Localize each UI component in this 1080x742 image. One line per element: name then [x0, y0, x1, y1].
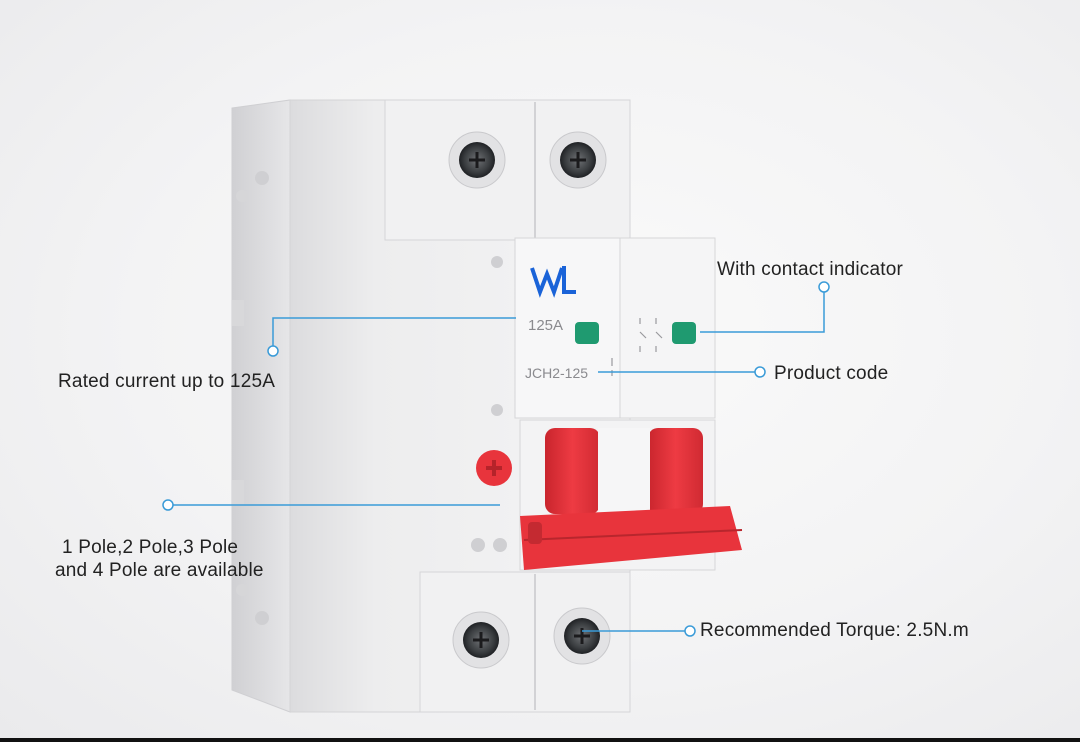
callout-product-code: Product code — [774, 363, 889, 384]
callout-dot-icon — [754, 366, 766, 378]
callout-dot-icon — [818, 281, 830, 293]
bottom-border — [0, 738, 1080, 742]
callout-dot-icon — [267, 345, 279, 357]
callout-dot-icon — [162, 499, 174, 511]
callout-contact-indicator: With contact indicator — [717, 259, 904, 280]
contact-indicator-window — [575, 322, 599, 344]
brand-logo — [530, 266, 576, 298]
model-label: JCH2-125 — [525, 365, 588, 381]
toggle-handles — [471, 419, 743, 571]
callout-torque: Recommended Torque: 2.5N.m — [700, 620, 969, 641]
contact-indicator-window — [672, 322, 696, 344]
callout-dots — [162, 281, 830, 637]
callout-poles: 1 Pole,2 Pole,3 Pole and 4 Pole are avai… — [55, 536, 315, 582]
bottom-terminal-block — [419, 571, 631, 713]
top-terminal-block — [384, 99, 631, 241]
callout-poles-line1: 1 Pole,2 Pole,3 Pole — [62, 537, 239, 558]
callout-rated-current: Rated current up to 125A — [58, 371, 276, 392]
rating-label: 125A — [528, 317, 563, 334]
front-panel — [491, 237, 716, 419]
callout-dot-icon — [684, 625, 696, 637]
callout-lines — [170, 290, 825, 632]
callout-poles-line2: and 4 Pole are available — [55, 560, 264, 581]
